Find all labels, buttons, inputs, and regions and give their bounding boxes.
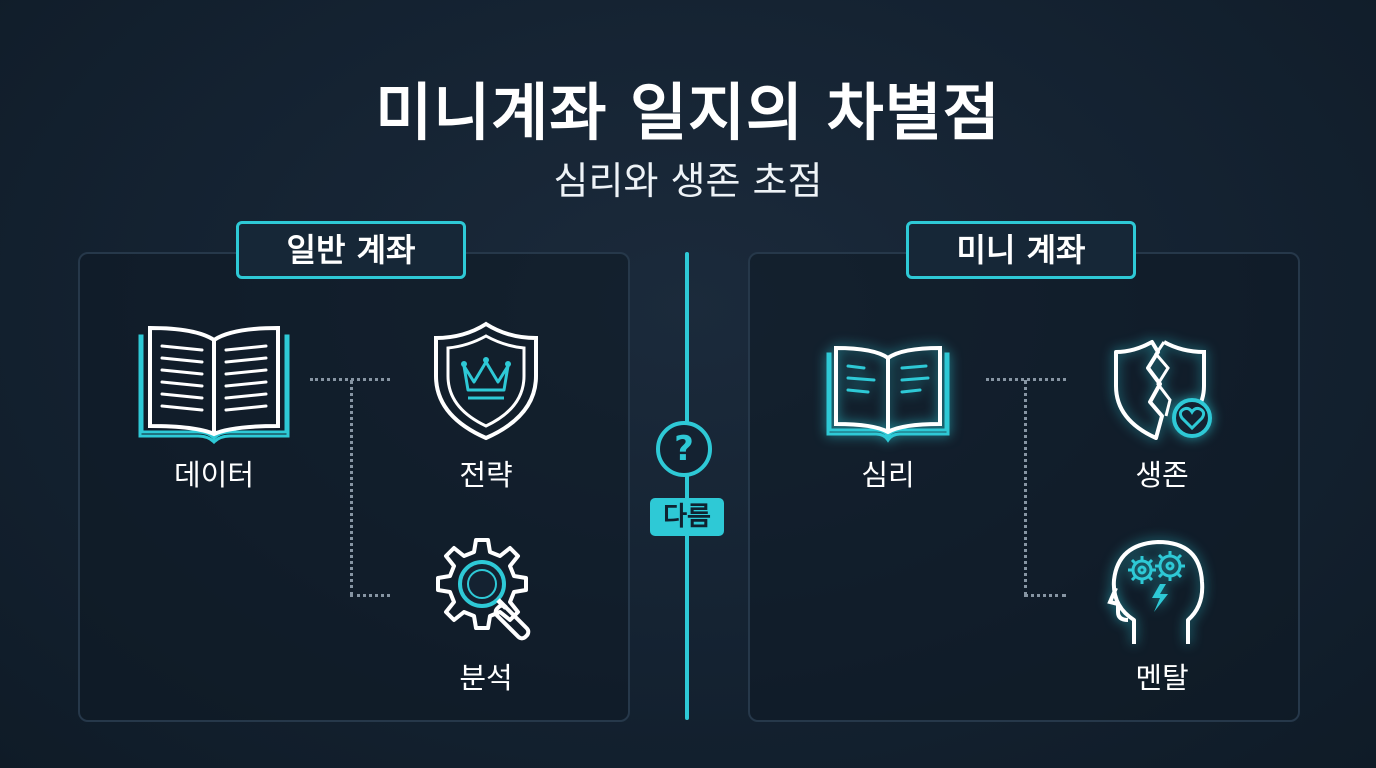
left-item-label-data: 데이터: [173, 458, 255, 492]
right-connector-vertical: [1024, 380, 1027, 596]
left-connector-horizontal-bottom: [350, 594, 390, 597]
book-icon: [138, 325, 290, 445]
right-connector-horizontal-bottom: [1024, 594, 1066, 597]
right-item-label-mental: 멘탈: [1135, 661, 1189, 695]
broken-shield-heart-icon: [1114, 340, 1212, 440]
gear-magnifier-icon: [436, 538, 531, 641]
book-glow-icon: [826, 345, 950, 443]
left-connector-vertical: [350, 380, 353, 596]
difference-badge: 다름: [650, 498, 724, 536]
question-circle-icon: ?: [656, 421, 712, 477]
right-item-label-survival: 생존: [1135, 458, 1189, 492]
left-connector-horizontal-top: [310, 378, 390, 381]
right-connector-horizontal-top: [986, 378, 1066, 381]
shield-crown-icon: [434, 321, 538, 441]
left-item-label-strategy: 전략: [459, 458, 513, 492]
center-divider: [685, 252, 689, 720]
left-item-label-analysis: 분석: [459, 661, 513, 695]
right-item-label-psychology: 심리: [861, 458, 915, 492]
right-panel-tag: 미니 계좌: [906, 221, 1136, 279]
page-subtitle: 심리와 생존 초점: [553, 159, 823, 203]
head-gears-icon: [1107, 540, 1205, 644]
page-title: 미니계좌 일지의 차별점: [375, 76, 1001, 149]
left-panel-tag: 일반 계좌: [236, 221, 466, 279]
